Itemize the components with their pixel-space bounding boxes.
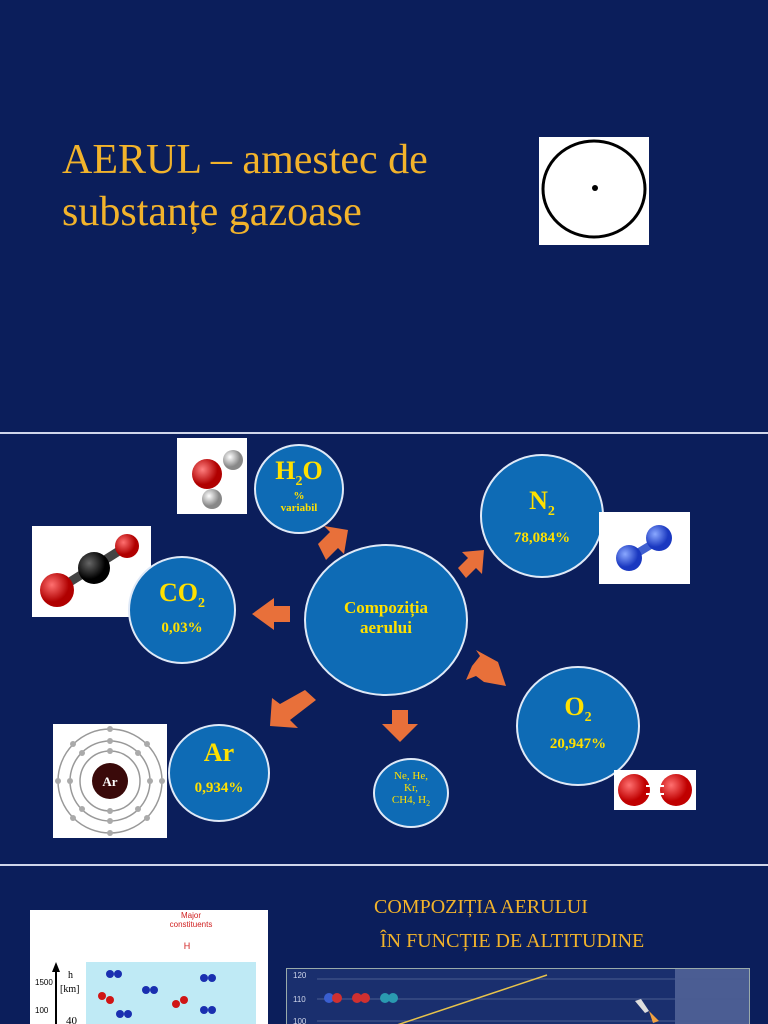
molecule-icons xyxy=(324,993,398,1003)
arrow-to-others xyxy=(382,710,418,742)
other-gases-line-3: CH4, H2 xyxy=(391,794,431,809)
altitude-profile-chart: 120 110 100 xyxy=(286,968,750,1024)
co2-value: 0,03% xyxy=(161,620,203,637)
h2o-value-1: % xyxy=(293,490,305,503)
co2-molecule-icon xyxy=(40,534,139,607)
co2-label: CO2 xyxy=(159,578,205,612)
altitude-profile-graphic: 120 110 100 xyxy=(287,969,749,1024)
title-line-2: substanțe gazoase xyxy=(62,189,362,235)
n2-bubble: N2 78,084% xyxy=(480,454,604,578)
arrow-to-co2 xyxy=(252,598,290,630)
altitude-title-line-1: COMPOZIȚIA AERULUI xyxy=(374,896,588,918)
center-bubble: Compoziția aerului xyxy=(304,544,468,696)
ar-bubble: Ar 0,934% xyxy=(168,724,270,822)
slide-divider-2 xyxy=(0,864,768,866)
h2o-bubble: H2O % variabil xyxy=(254,444,344,534)
slide-altitude-composition: COMPOZIȚIA AERULUI ÎN FUNCȚIE DE ALTITUD… xyxy=(0,866,768,1024)
arrow-to-h2o xyxy=(318,526,348,560)
water-molecule-icon xyxy=(192,450,243,509)
o2-molecule-image xyxy=(614,770,696,810)
other-gases-line-2: Kr, xyxy=(404,782,418,794)
arrow-to-n2 xyxy=(458,550,484,578)
ar-label: Ar xyxy=(203,738,235,767)
o2-label: O2 xyxy=(564,692,592,726)
n2-label: N2 xyxy=(529,486,555,520)
center-line-1: Compoziția xyxy=(343,598,429,617)
tick-100: 100 xyxy=(35,1006,49,1015)
chart-header-2: constituents xyxy=(170,920,213,929)
axis-h-label: h xyxy=(68,970,73,981)
o2-molecule-icon xyxy=(618,774,692,806)
arrows-layer xyxy=(252,526,506,742)
n2-molecule-image xyxy=(599,512,690,584)
slide-composition-diagram: Compoziția aerului H2O % variabil N2 78,… xyxy=(0,434,768,864)
altitude-title-line-2: ÎN FUNCȚIE DE ALTITUDINE xyxy=(380,930,645,952)
n2-value: 78,084% xyxy=(513,530,571,547)
chart-header-1: Major xyxy=(181,911,201,920)
rocket-icon xyxy=(635,999,659,1023)
slide-title-text: AERUL – amestec de substanțe gazoase xyxy=(62,134,522,238)
rtick-100: 100 xyxy=(293,1017,307,1024)
o2-bubble: O2 20,947% xyxy=(516,666,640,786)
arrow-to-ar xyxy=(270,690,316,728)
major-constituents-graphic: Major constituents H 1500 100 50 h [km] … xyxy=(35,911,266,1024)
other-gases-line-1: Ne, He, xyxy=(394,770,428,782)
axis-unit: [km] xyxy=(60,984,79,995)
slide-divider xyxy=(0,432,768,434)
n2-molecule-icon xyxy=(616,525,672,571)
arrow-to-o2 xyxy=(466,650,506,686)
water-molecule-image xyxy=(177,438,247,514)
title-line-1: AERUL – amestec de xyxy=(62,137,428,183)
n2-dots xyxy=(106,970,216,1018)
argon-atom-image: Ar xyxy=(53,724,167,838)
h2o-label: H2O xyxy=(275,456,323,490)
tick-40: 40 xyxy=(66,1015,78,1024)
co2-bubble: CO2 0,03% xyxy=(128,556,236,664)
circle-diagram-image xyxy=(539,137,649,245)
circle-icon xyxy=(541,139,647,239)
center-line-2: aerului xyxy=(360,618,412,637)
o2-dots xyxy=(98,992,188,1008)
chart-h-marker: H xyxy=(184,941,191,951)
tick-1500: 1500 xyxy=(35,978,53,987)
other-gases-bubble: Ne, He, Kr, CH4, H2 xyxy=(373,758,449,828)
slide-title: AERUL – amestec de substanțe gazoase xyxy=(0,0,768,432)
h2o-value-2: variabil xyxy=(280,502,318,515)
rtick-120: 120 xyxy=(293,971,307,980)
ar-value: 0,934% xyxy=(194,780,244,796)
major-constituents-chart: Major constituents H 1500 100 50 h [km] … xyxy=(30,910,268,1024)
argon-symbol: Ar xyxy=(102,774,117,789)
argon-atom-icon: Ar xyxy=(55,726,165,836)
o2-value: 20,947% xyxy=(549,736,607,753)
rtick-110: 110 xyxy=(293,995,306,1004)
